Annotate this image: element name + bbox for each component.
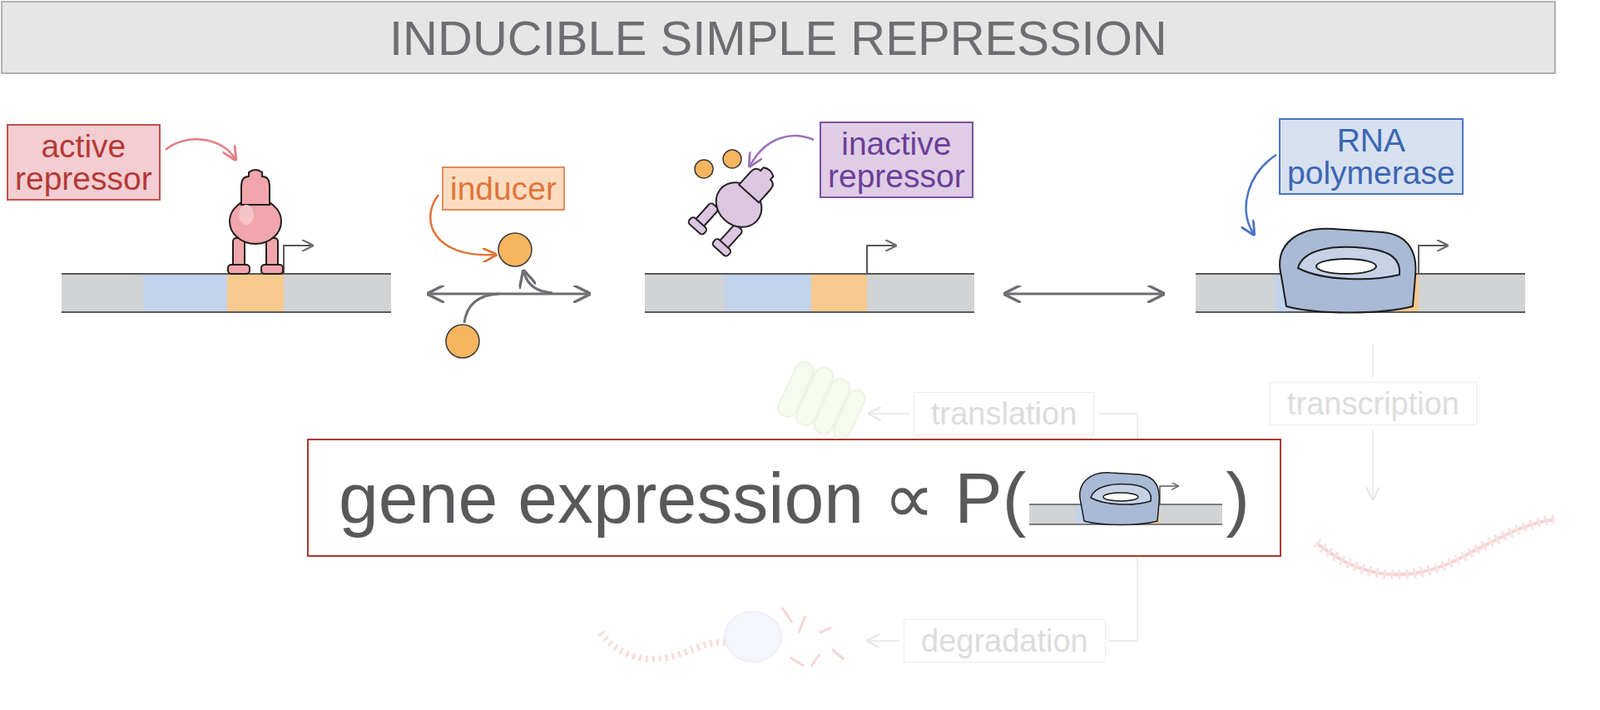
node-text: RNA polymerase — [1287, 123, 1456, 189]
repressor-head — [241, 169, 270, 205]
promoter-arrow — [283, 245, 312, 274]
faded-mrna-fragment — [600, 632, 726, 659]
promoter-site — [227, 273, 284, 313]
faded-arrow — [1372, 430, 1374, 498]
faded-line — [1372, 343, 1374, 377]
polymerase-clamp — [1297, 247, 1400, 279]
node-text: inducer — [450, 172, 557, 205]
leader-arrow — [1246, 154, 1277, 233]
inducer-molecule — [723, 149, 742, 169]
formula-box: gene expression ∝ P( ) — [307, 438, 1282, 557]
polymerase-body — [1279, 228, 1416, 313]
node-text: inactive repressor — [827, 127, 966, 193]
promoter-site — [811, 273, 867, 313]
bound-polymerase-icon — [1029, 462, 1223, 533]
dna-strip — [61, 245, 392, 313]
promoter-arrow — [1418, 245, 1447, 274]
node-text: degradation — [921, 624, 1089, 657]
repressor-foot — [227, 264, 250, 274]
repressor-foot — [711, 237, 733, 258]
equilibrium-arrow — [1006, 292, 1162, 296]
faded-arrow — [868, 639, 900, 642]
inducer-molecule — [694, 159, 714, 179]
callout-box: inactive repressor — [819, 121, 974, 199]
promoter-arrow — [1159, 485, 1178, 505]
binding-arrow — [464, 293, 500, 323]
faded-mrna-fragment — [782, 607, 844, 666]
faded-mrna — [1316, 519, 1555, 575]
repressor-foot — [687, 216, 709, 236]
polymerase-clamp — [1090, 484, 1151, 506]
node-text: gene expression ∝ P( — [338, 461, 1026, 534]
faded-nuclease — [724, 611, 782, 662]
repressor-foot — [261, 264, 283, 274]
node-text: transcription — [1287, 387, 1460, 420]
active-repressor-figure — [227, 169, 283, 274]
polymerase-body — [1079, 472, 1160, 526]
node-text: ) — [1225, 461, 1250, 534]
repressor-head — [738, 161, 780, 203]
faded-protein — [831, 386, 868, 441]
process-box: transcription — [1269, 381, 1477, 426]
leader-arrow — [750, 135, 814, 165]
dna-strip — [644, 273, 975, 313]
node-text: translation — [931, 397, 1077, 430]
inducer-molecule — [445, 324, 480, 358]
process-box: degradation — [903, 619, 1106, 663]
inducer-molecule — [498, 232, 532, 267]
title: INDUCIBLE SIMPLE REPRESSION — [389, 14, 1168, 63]
equilibrium-arrow — [430, 292, 588, 296]
operator-site — [724, 273, 812, 313]
node-text: active repressor — [14, 129, 153, 195]
faded-mrna — [1316, 519, 1555, 575]
dna-strip — [61, 273, 392, 313]
callout-box: inducer — [441, 166, 565, 211]
promoter-arrow — [866, 245, 895, 274]
leader-arrow — [165, 138, 235, 159]
callout-box: RNA polymerase — [1278, 118, 1464, 195]
dna-strip — [644, 245, 975, 313]
dna-edge — [644, 273, 975, 313]
rna-polymerase-figure — [1279, 228, 1416, 313]
callout-box: active repressor — [6, 123, 161, 201]
repressor-body — [229, 198, 282, 244]
polymerase-channel — [1103, 492, 1139, 501]
title-banner — [1, 1, 1556, 74]
polymerase-channel — [1316, 258, 1377, 274]
process-box: translation — [913, 391, 1095, 436]
binding-arrow — [524, 272, 553, 293]
faded-arrow — [870, 412, 911, 415]
dna-edge — [61, 273, 392, 313]
operator-site — [143, 273, 228, 313]
inactive-repressor-figure — [687, 152, 789, 258]
faded-protein — [775, 356, 872, 445]
repressor-shine — [238, 204, 254, 225]
